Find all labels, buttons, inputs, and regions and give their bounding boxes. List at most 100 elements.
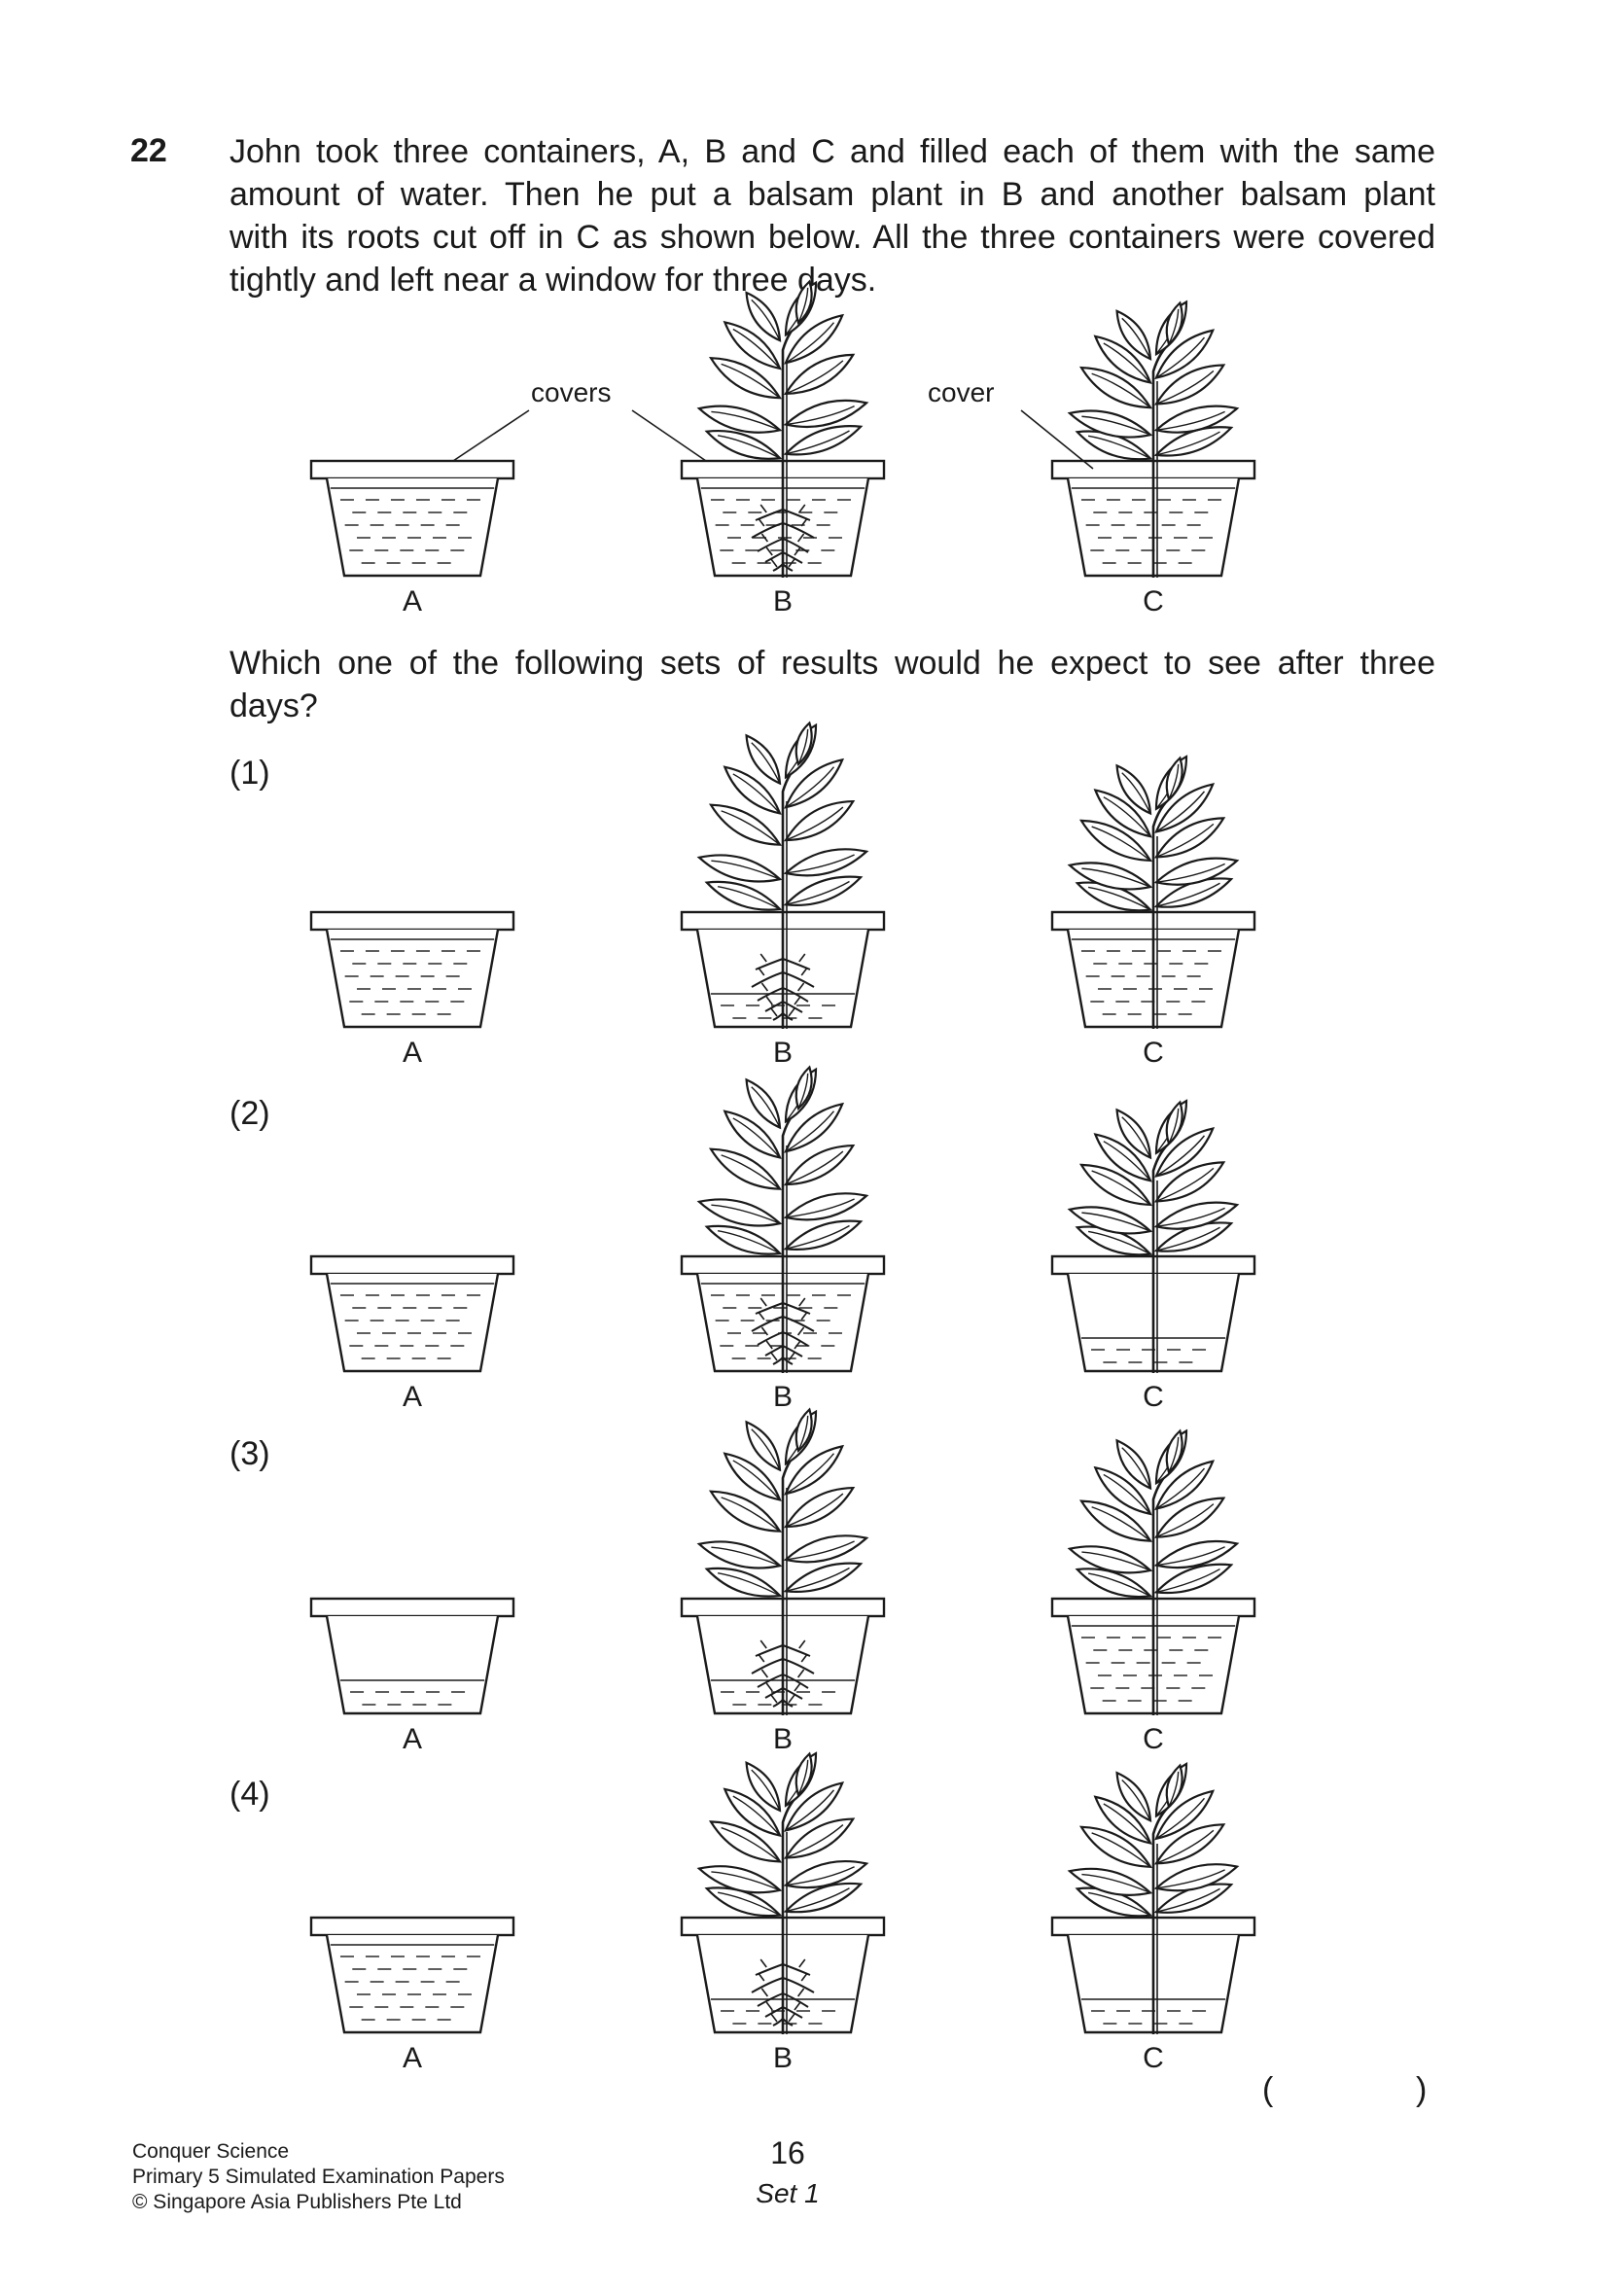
leaf xyxy=(1075,430,1153,461)
leaf-vein xyxy=(785,1224,850,1250)
setup-plant-b xyxy=(696,279,869,578)
option-2-label[interactable]: (2) xyxy=(229,1095,270,1132)
option-3-container-a xyxy=(309,1597,515,1715)
option-4-label-a: A xyxy=(402,2042,422,2074)
option-2-plant-b xyxy=(696,1065,869,1373)
leaf xyxy=(1165,756,1183,801)
option-1-plant-b xyxy=(696,721,869,1029)
setup-plant-c xyxy=(1067,300,1240,578)
leaf xyxy=(745,733,782,786)
root-hair xyxy=(794,996,801,1005)
root-hair xyxy=(798,953,806,963)
leaf xyxy=(1165,1763,1183,1809)
container-body xyxy=(325,1615,500,1715)
leaf-vein xyxy=(1087,435,1151,460)
root xyxy=(782,1345,803,1357)
option-3-plant-c xyxy=(1067,1428,1240,1715)
container-body xyxy=(325,477,500,578)
leaf-vein xyxy=(1155,863,1225,884)
leaf-vein xyxy=(721,1154,781,1190)
root-hair xyxy=(798,504,806,513)
root-hair xyxy=(800,1311,808,1321)
leaf-vein xyxy=(721,363,781,399)
leaf xyxy=(1165,300,1183,346)
question-line: with its roots cut off in C as shown bel… xyxy=(229,219,1435,256)
leaf-vein xyxy=(1081,1551,1151,1571)
page-number: 16 xyxy=(770,2135,805,2170)
root xyxy=(782,538,809,553)
leaf xyxy=(1115,1438,1152,1491)
leaf xyxy=(1093,1133,1152,1182)
leaf-vein xyxy=(1091,1506,1151,1542)
leaf xyxy=(1153,1863,1240,1892)
leaf-vein xyxy=(1087,886,1151,911)
leaf-vein xyxy=(1168,1771,1180,1808)
option-3-label[interactable]: (3) xyxy=(229,1435,270,1472)
callout-line xyxy=(631,409,707,462)
root-hair xyxy=(796,1669,805,1678)
leaf xyxy=(783,1192,869,1221)
leaf xyxy=(1154,1161,1226,1203)
root-hair xyxy=(794,1340,801,1350)
leaf-vein xyxy=(1168,1436,1180,1473)
leaf xyxy=(1078,1163,1153,1207)
root xyxy=(782,522,815,539)
root-hair xyxy=(794,1682,801,1692)
leaf xyxy=(1154,783,1216,833)
leaf-vein xyxy=(1103,796,1151,837)
leaf xyxy=(783,399,869,429)
leaf xyxy=(1093,789,1152,838)
leaf xyxy=(1154,1789,1216,1841)
leaf xyxy=(1153,405,1240,434)
leaf xyxy=(696,1198,783,1227)
leaf xyxy=(1153,877,1234,908)
leaf-vein xyxy=(797,1073,809,1110)
prompt-line: Which one of the following sets of resul… xyxy=(229,645,1435,682)
leaf-vein xyxy=(1081,415,1151,436)
leaf xyxy=(1093,1795,1152,1845)
leaf-vein xyxy=(751,1428,781,1470)
leaf-vein xyxy=(1091,1170,1151,1206)
leaf xyxy=(784,1781,845,1832)
leaf xyxy=(1153,1221,1234,1252)
root xyxy=(764,551,784,563)
question-text: John took three containers, A, B and C a… xyxy=(229,130,1435,301)
root-hair xyxy=(788,1007,795,1017)
root-hair xyxy=(758,967,765,976)
leaf-vein xyxy=(1155,1503,1215,1538)
leaf xyxy=(784,758,845,809)
leaf-vein xyxy=(717,1571,781,1597)
leaf-vein xyxy=(717,1891,781,1917)
leaf xyxy=(783,1860,869,1889)
leaf-vein xyxy=(1155,336,1206,379)
leaf xyxy=(1165,1428,1183,1474)
option-1-label[interactable]: (1) xyxy=(229,755,270,792)
leaf xyxy=(783,1219,864,1251)
leaf xyxy=(1154,1497,1226,1538)
option-4-label[interactable]: (4) xyxy=(229,1776,270,1813)
footer-publisher-info: Conquer Science Primary 5 Simulated Exam… xyxy=(132,2139,505,2215)
root-hair xyxy=(798,1639,806,1649)
leaf-vein xyxy=(1168,763,1180,800)
leaf-vein xyxy=(717,435,781,459)
leaf xyxy=(696,405,783,434)
root-hair xyxy=(800,967,808,976)
question-line: amount of water. Then he put a balsam pl… xyxy=(229,176,1435,213)
root xyxy=(782,1658,815,1674)
leaf-vein xyxy=(1103,342,1151,383)
answer-bracket-close: ) xyxy=(1416,2071,1428,2108)
leaf xyxy=(704,1886,783,1918)
leaf-vein xyxy=(717,1229,781,1254)
leaf xyxy=(784,1444,845,1496)
leaf xyxy=(1093,335,1152,384)
root-hair xyxy=(800,1653,808,1663)
leaf xyxy=(745,1761,782,1813)
prompt-line: days? xyxy=(229,687,318,724)
callout-cover: cover xyxy=(928,377,995,407)
leaf xyxy=(783,1882,864,1914)
root-hair xyxy=(788,1694,795,1704)
option-2-plant-c xyxy=(1067,1099,1240,1373)
option-3-label-b: B xyxy=(772,1723,793,1755)
option-3-plant-b xyxy=(696,1407,869,1715)
root-hair xyxy=(759,1639,767,1649)
